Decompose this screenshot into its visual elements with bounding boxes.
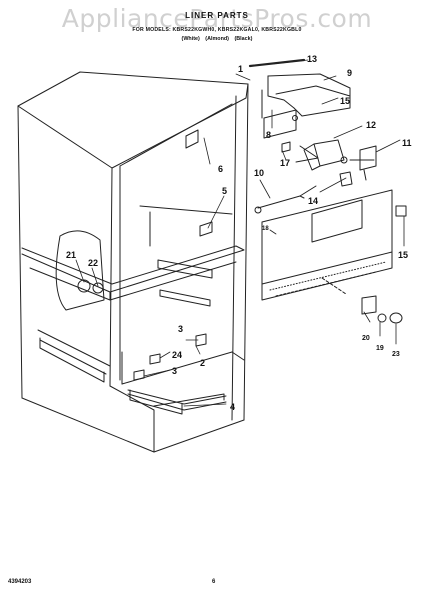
callout-23: 23 [392, 351, 400, 358]
callout-3b: 3 [172, 366, 177, 376]
fan-motor [295, 139, 375, 171]
color-list: (White) (Almond) (Black) [181, 36, 253, 42]
callout-2: 2 [200, 358, 205, 368]
wire-harness [254, 185, 317, 214]
callout-21: 21 [66, 250, 76, 260]
diagram-title: LINER PARTS [185, 11, 249, 20]
callout-19: 19 [376, 345, 384, 352]
callout-9: 9 [347, 68, 352, 78]
liner-outline [17, 71, 249, 453]
leader-lines [75, 59, 405, 407]
fan-bracket [359, 145, 377, 181]
model-list: FOR MODELS: KBRS22KGWH0, KBRS22KGAL0, KB… [132, 27, 302, 33]
evaporator-cover [261, 189, 393, 301]
callout-17: 17 [280, 158, 290, 168]
callout-18: 18 [262, 226, 269, 232]
rear-bracket [55, 230, 105, 311]
callout-11: 11 [402, 138, 412, 148]
callout-12: 12 [366, 120, 376, 130]
callout-15a: 15 [340, 96, 350, 106]
callout-24: 24 [172, 350, 182, 360]
callout-4: 4 [230, 402, 235, 412]
callout-10: 10 [254, 168, 264, 178]
callout-15b: 15 [398, 250, 408, 260]
screws [133, 129, 407, 381]
callout-8: 8 [266, 130, 271, 140]
watermark: AppliancePartsPros.com [61, 4, 373, 33]
callout-1: 1 [238, 64, 243, 74]
callout-5: 5 [222, 186, 227, 196]
callout-20: 20 [362, 335, 370, 342]
callout-6: 6 [218, 164, 223, 174]
thermostat-parts [321, 277, 403, 324]
callout-3a: 3 [178, 324, 183, 334]
callout-labels: 1 13 9 8 15 12 11 17 6 5 10 14 18 15 21 … [66, 54, 412, 412]
page-number: 6 [212, 579, 216, 585]
callout-14: 14 [308, 196, 318, 206]
callout-13: 13 [307, 54, 317, 64]
air-duct-assembly [248, 58, 351, 139]
callout-22: 22 [88, 258, 98, 268]
part-number: 4394203 [8, 579, 32, 585]
